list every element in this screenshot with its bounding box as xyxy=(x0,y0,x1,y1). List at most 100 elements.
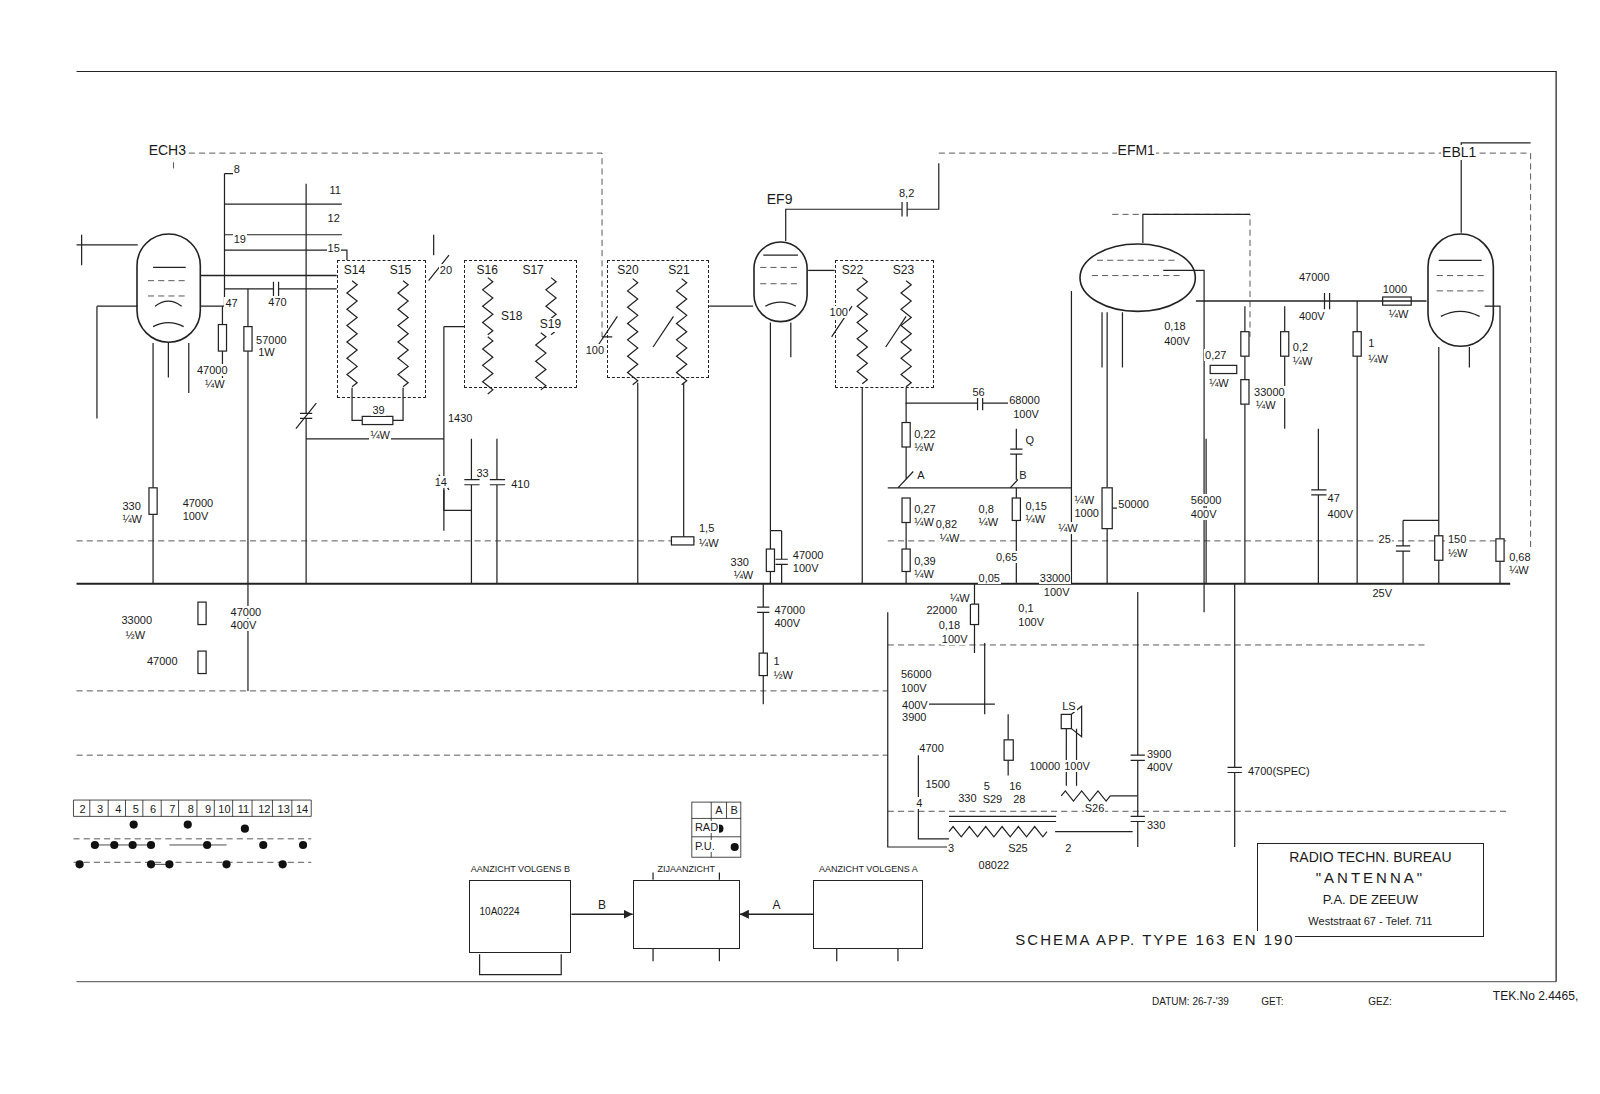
view-drawing-text: ZIJAANZICHT xyxy=(656,865,716,875)
wire xyxy=(770,163,938,530)
title-block: RADIO TECHN. BUREAU"ANTENNA"P.A. DE ZEEU… xyxy=(1257,843,1484,937)
switch-dot xyxy=(129,841,137,849)
component-value: 400V xyxy=(1327,508,1355,520)
coil-can-text: S21 xyxy=(667,264,690,277)
component-value: ¼W xyxy=(733,569,755,581)
connector xyxy=(709,305,753,306)
coil-can-text: S23 xyxy=(892,264,915,277)
view-drawing-text: 10A0224 xyxy=(479,906,521,917)
component-value: 100V xyxy=(182,510,210,522)
component-value: Q xyxy=(1024,434,1035,446)
component-value: 100V xyxy=(941,633,969,645)
wire xyxy=(77,235,138,419)
resistor-symbol xyxy=(902,498,910,522)
view-drawing: AANZICHT VOLGENS B10A0224 xyxy=(469,880,571,953)
component-value: 11 xyxy=(237,803,250,815)
wire xyxy=(201,174,347,307)
component-value: 1,5 xyxy=(698,522,715,534)
component-value: 12 xyxy=(327,212,341,224)
component-value: LS xyxy=(1061,700,1076,712)
coil-can-text: S19 xyxy=(539,318,562,331)
coil-symbol xyxy=(536,333,546,390)
view-drawing-text: AANZICHT VOLGENS B xyxy=(470,865,571,875)
resistor-symbol xyxy=(1496,539,1504,561)
component-value: 47000 xyxy=(773,604,806,616)
component-value: 08022 xyxy=(978,859,1011,871)
component-value: 470 xyxy=(267,296,287,308)
component-value: ¼W xyxy=(949,592,971,604)
tube-envelope xyxy=(753,241,808,323)
component-value: 100V xyxy=(900,682,928,694)
dashed-wire xyxy=(77,541,1511,811)
switch-dot xyxy=(259,841,267,849)
resistor-symbol xyxy=(149,488,157,515)
component-value: ¼W xyxy=(369,429,391,441)
component-value: 1000 xyxy=(1382,283,1408,295)
coil-can: S22S23 xyxy=(835,260,934,388)
vacuum-tube-text: ECH3 xyxy=(148,143,187,158)
wire xyxy=(153,343,189,584)
component-value: 2 xyxy=(1064,842,1072,854)
coil-symbol xyxy=(483,337,493,394)
component-value: 150 xyxy=(1447,533,1467,545)
resistor-symbol xyxy=(198,602,206,624)
drawing-title: SCHEMA APP. TYPE 163 EN 190 xyxy=(1015,931,1294,948)
component-value: 15 xyxy=(327,242,341,254)
component-value: 0,65 xyxy=(995,551,1018,563)
component-value: 33000 xyxy=(120,614,153,626)
wire xyxy=(480,873,898,975)
component-value: ¼W xyxy=(204,378,226,390)
wire xyxy=(1324,293,1357,584)
component-value: 100V xyxy=(792,562,820,574)
coil-symbol xyxy=(949,827,1047,837)
coil-can-text: S14 xyxy=(343,264,366,277)
component-value: 68000 xyxy=(1008,394,1041,406)
component-value: 50000 xyxy=(1117,498,1150,510)
wire xyxy=(1439,260,1482,316)
component-value: 400V xyxy=(1163,335,1191,347)
component-value: 0,18 xyxy=(1163,320,1186,332)
tube-envelope xyxy=(1079,243,1196,312)
component-value: S25 xyxy=(1007,842,1029,854)
component-value: GEZ: xyxy=(1367,996,1392,1008)
switch-dot xyxy=(299,841,307,849)
component-value: ¼W xyxy=(913,568,935,580)
component-value: ½W xyxy=(772,669,794,681)
component-value: 330 xyxy=(1146,819,1166,831)
wire xyxy=(153,267,186,326)
wire xyxy=(306,327,612,531)
wire xyxy=(757,584,769,704)
wire xyxy=(832,306,1021,584)
coil-can-text: S18 xyxy=(500,310,523,323)
component-value: 47000 xyxy=(196,364,229,376)
title-block-text: RADIO TECHN. BUREAU xyxy=(1288,850,1452,865)
component-value: 39 xyxy=(371,404,385,416)
coil-symbol xyxy=(857,278,867,384)
component-value: S26 xyxy=(1084,802,1106,814)
component-value: 0,8 xyxy=(978,503,995,515)
resistor-symbol xyxy=(902,549,910,571)
component-value: 28 xyxy=(1012,793,1026,805)
component-value: 2 xyxy=(79,803,87,815)
resistor-symbol xyxy=(149,297,1504,760)
wire xyxy=(1396,520,1439,583)
switch-table xyxy=(73,800,311,816)
component-value: 0,22 xyxy=(913,428,936,440)
component-value: ¼W xyxy=(1367,353,1389,365)
component-value: 56 xyxy=(971,386,985,398)
component-value: 13 xyxy=(277,803,291,815)
component-value: ¼W xyxy=(1388,308,1410,320)
component-value: RAD xyxy=(694,821,719,833)
tube-outline xyxy=(137,234,200,342)
component-value: ¼W xyxy=(121,513,143,525)
vacuum-tube: EF9 xyxy=(753,241,808,323)
component-value: ¼W xyxy=(1208,377,1230,389)
wire xyxy=(597,316,684,583)
switch-dot xyxy=(76,860,84,868)
switch-dot xyxy=(91,841,99,849)
component-value: 5 xyxy=(132,803,140,815)
coil-can-text: S17 xyxy=(521,264,544,277)
wire xyxy=(296,184,316,584)
switch-dot xyxy=(279,860,287,868)
component-value: 56000 xyxy=(900,668,933,680)
